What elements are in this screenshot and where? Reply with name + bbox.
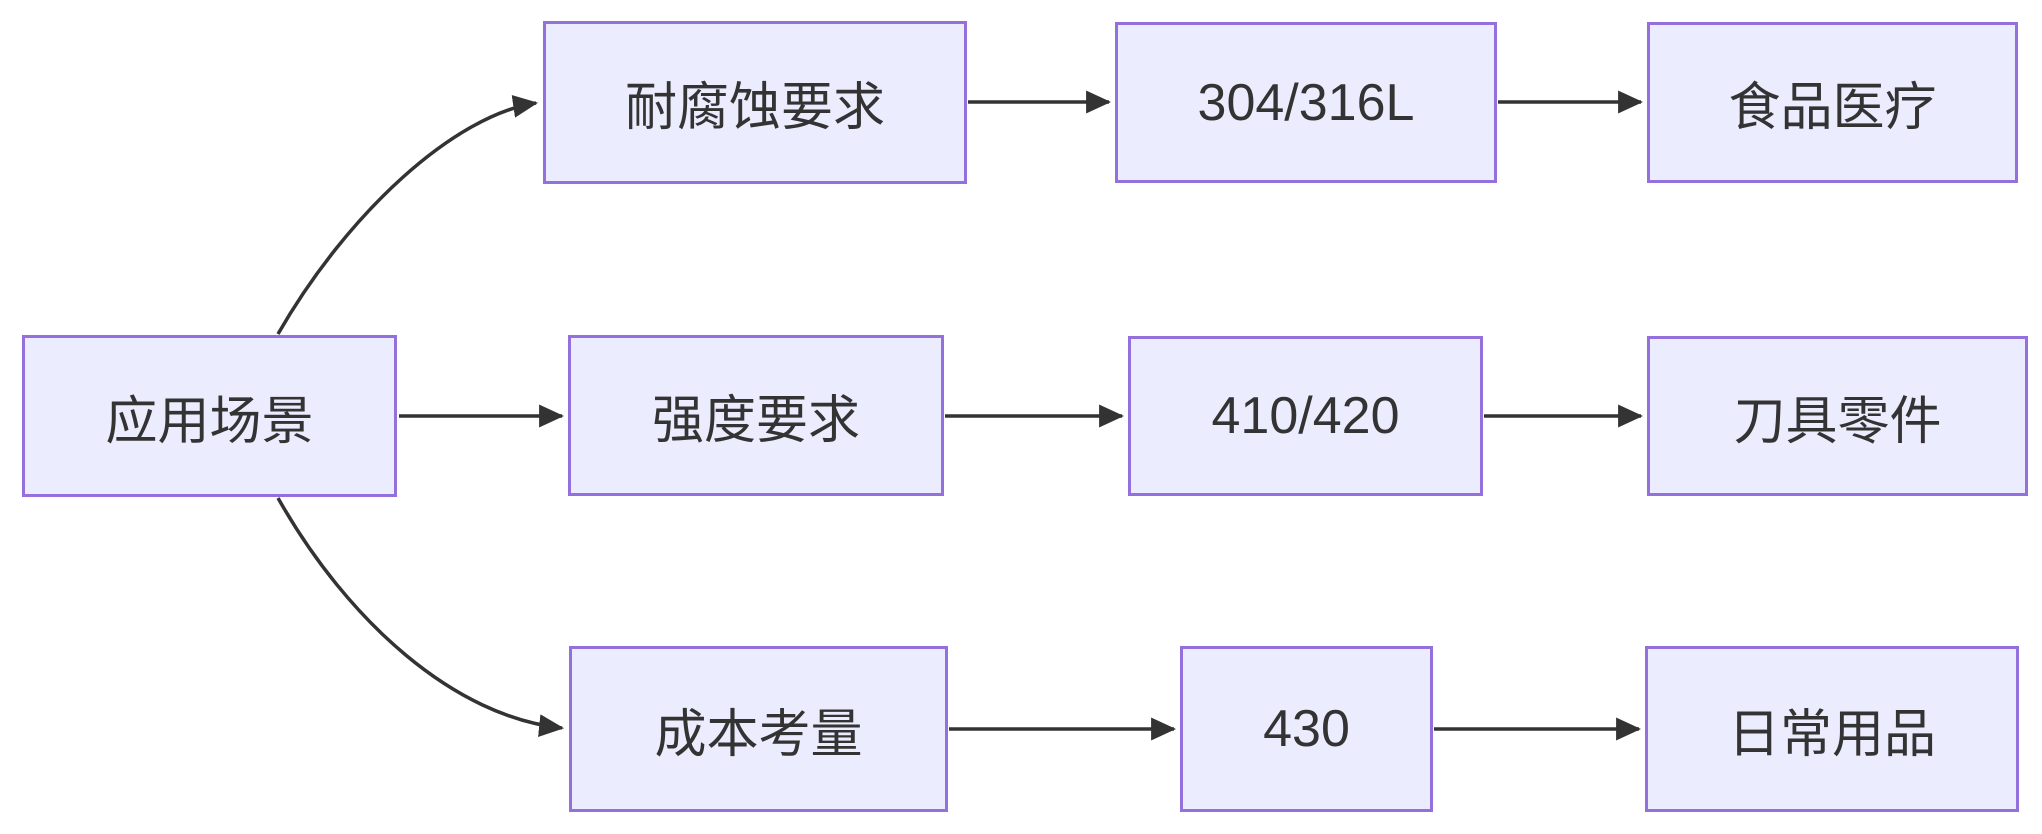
node-strength-requirement: 强度要求 xyxy=(568,335,944,496)
node-corrosion-requirement: 耐腐蚀要求 xyxy=(543,21,967,184)
edge-root-to-cost xyxy=(276,497,565,738)
node-grade-430-label: 430 xyxy=(1263,700,1350,758)
node-strength-requirement-label: 强度要求 xyxy=(651,392,860,450)
node-daily-goods-label: 日常用品 xyxy=(1727,705,1936,764)
node-daily-goods: 日常用品 xyxy=(1645,646,2019,812)
edge-root-to-corrosion xyxy=(276,95,539,335)
node-grade-304-316l-label: 304/316L xyxy=(1197,73,1415,132)
node-food-medical: 食品医疗 xyxy=(1647,22,2018,183)
node-grade-410-420: 410/420 xyxy=(1128,336,1483,496)
node-grade-410-420-label: 410/420 xyxy=(1211,387,1400,445)
node-grade-304-316l: 304/316L xyxy=(1115,22,1497,183)
node-knife-parts: 刀具零件 xyxy=(1647,336,2028,496)
node-food-medical-label: 食品医疗 xyxy=(1728,79,1937,137)
node-grade-430: 430 xyxy=(1180,646,1433,812)
node-knife-parts-label: 刀具零件 xyxy=(1733,392,1942,451)
node-application-scenario: 应用场景 xyxy=(22,335,397,497)
node-cost-consideration: 成本考量 xyxy=(569,646,948,812)
node-cost-consideration-label: 成本考量 xyxy=(654,705,863,764)
node-corrosion-requirement-label: 耐腐蚀要求 xyxy=(624,79,885,137)
node-application-scenario-label: 应用场景 xyxy=(105,392,314,451)
